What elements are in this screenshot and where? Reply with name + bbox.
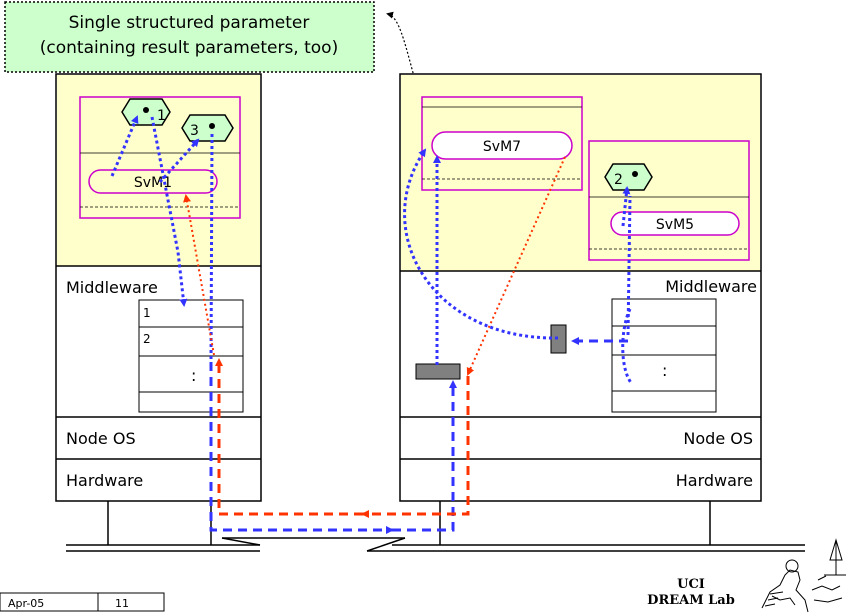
footer-date: Apr-05 bbox=[8, 597, 44, 610]
grey-proxy-block-vertical bbox=[551, 325, 566, 353]
svm7-label: SvM7 bbox=[483, 139, 521, 155]
left-nodeos-label: Node OS bbox=[66, 429, 136, 448]
left-middleware-label: Middleware bbox=[66, 278, 158, 297]
right-slot-ellipsis: : bbox=[662, 361, 667, 380]
left-dispatch-table: 1 2 : bbox=[139, 300, 243, 412]
left-hardware-label: Hardware bbox=[66, 471, 143, 490]
left-slot-2: 2 bbox=[143, 332, 151, 346]
footer-page-box: Apr-05 11 bbox=[0, 593, 164, 611]
lab-line2: DREAM Lab bbox=[647, 593, 735, 608]
hex3-label: 3 bbox=[190, 123, 199, 139]
right-nodeos-label: Node OS bbox=[683, 429, 753, 448]
hex2-label: 2 bbox=[614, 172, 623, 188]
network-base bbox=[66, 538, 805, 551]
lab-line1: UCI bbox=[677, 577, 705, 592]
callout-line2: (containing result parameters, too) bbox=[40, 38, 338, 58]
hex1-label: 1 bbox=[157, 108, 166, 124]
callout-line1: Single structured parameter bbox=[69, 13, 310, 33]
right-middleware-label: Middleware bbox=[665, 277, 757, 296]
left-node: SvM1 1 3 Middleware 1 2 : Node OS Hardwa… bbox=[56, 74, 261, 545]
grey-proxy-block-horizontal bbox=[416, 364, 460, 379]
right-hardware-label: Hardware bbox=[676, 471, 753, 490]
left-slot-ellipsis: : bbox=[191, 366, 196, 385]
right-app-area bbox=[401, 75, 760, 271]
left-slot-1: 1 bbox=[143, 306, 151, 320]
callout-box: Single structured parameter (containing … bbox=[5, 2, 374, 72]
svm5-label: SvM5 bbox=[656, 217, 694, 233]
footer-page-number: 11 bbox=[115, 597, 129, 610]
port-hexagon-2 bbox=[605, 164, 652, 190]
